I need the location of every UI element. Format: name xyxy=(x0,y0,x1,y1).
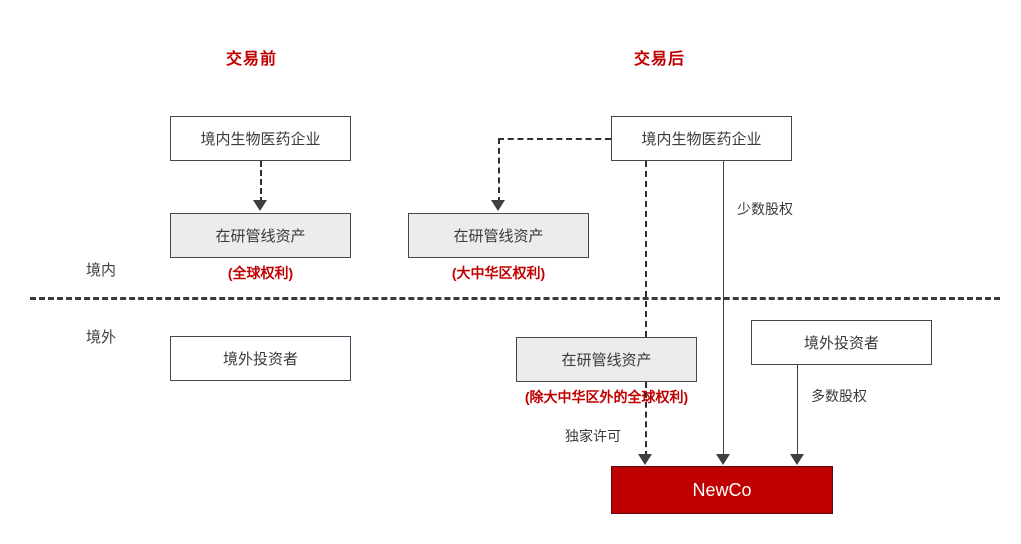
after-asset-exgc-caption: (除大中华区外的全球权利) xyxy=(524,389,689,405)
before-company-to-asset-arrowhead xyxy=(253,200,267,211)
before-company-to-asset-connector xyxy=(260,161,262,203)
after-exgc-asset-to-newco-connector xyxy=(645,382,647,457)
after-asset-greater-china-caption: (大中华区权利) xyxy=(451,265,546,281)
before-offshore-investor-box[interactable]: 境外投资者 xyxy=(170,336,351,381)
after-investor-to-newco-connector xyxy=(797,365,798,457)
section-title-after: 交易后 xyxy=(634,51,686,68)
after-company-to-gc-asset-arrowhead xyxy=(491,200,505,211)
after-exgc-asset-to-newco-arrowhead xyxy=(638,454,652,465)
after-company-to-newco-connector xyxy=(723,161,724,457)
after-onshore-company-box[interactable]: 境内生物医药企业 xyxy=(611,116,792,161)
edge-label-exclusive-license: 独家许可 xyxy=(565,428,621,444)
newco-box[interactable]: NewCo xyxy=(611,466,833,514)
after-investor-to-newco-arrowhead xyxy=(790,454,804,465)
section-title-before: 交易前 xyxy=(226,51,278,68)
before-asset-caption: (全球权利) xyxy=(227,265,294,281)
after-asset-exgc-box[interactable]: 在研管线资产 xyxy=(516,337,697,382)
edge-label-majority-stake: 多数股权 xyxy=(811,388,867,404)
after-asset-greater-china-box[interactable]: 在研管线资产 xyxy=(408,213,589,258)
after-company-to-gc-asset-horizontal xyxy=(498,138,611,140)
before-onshore-company-box[interactable]: 境内生物医药企业 xyxy=(170,116,351,161)
after-company-to-exgc-asset-connector xyxy=(645,161,647,337)
onshore-offshore-divider xyxy=(30,297,1000,300)
region-label-offshore: 境外 xyxy=(86,329,117,346)
after-company-to-newco-arrowhead xyxy=(716,454,730,465)
after-offshore-investor-box[interactable]: 境外投资者 xyxy=(751,320,932,365)
region-label-onshore: 境内 xyxy=(86,262,117,279)
edge-label-minority-stake: 少数股权 xyxy=(737,201,793,217)
after-company-to-gc-asset-vertical xyxy=(498,138,500,203)
before-asset-box[interactable]: 在研管线资产 xyxy=(170,213,351,258)
